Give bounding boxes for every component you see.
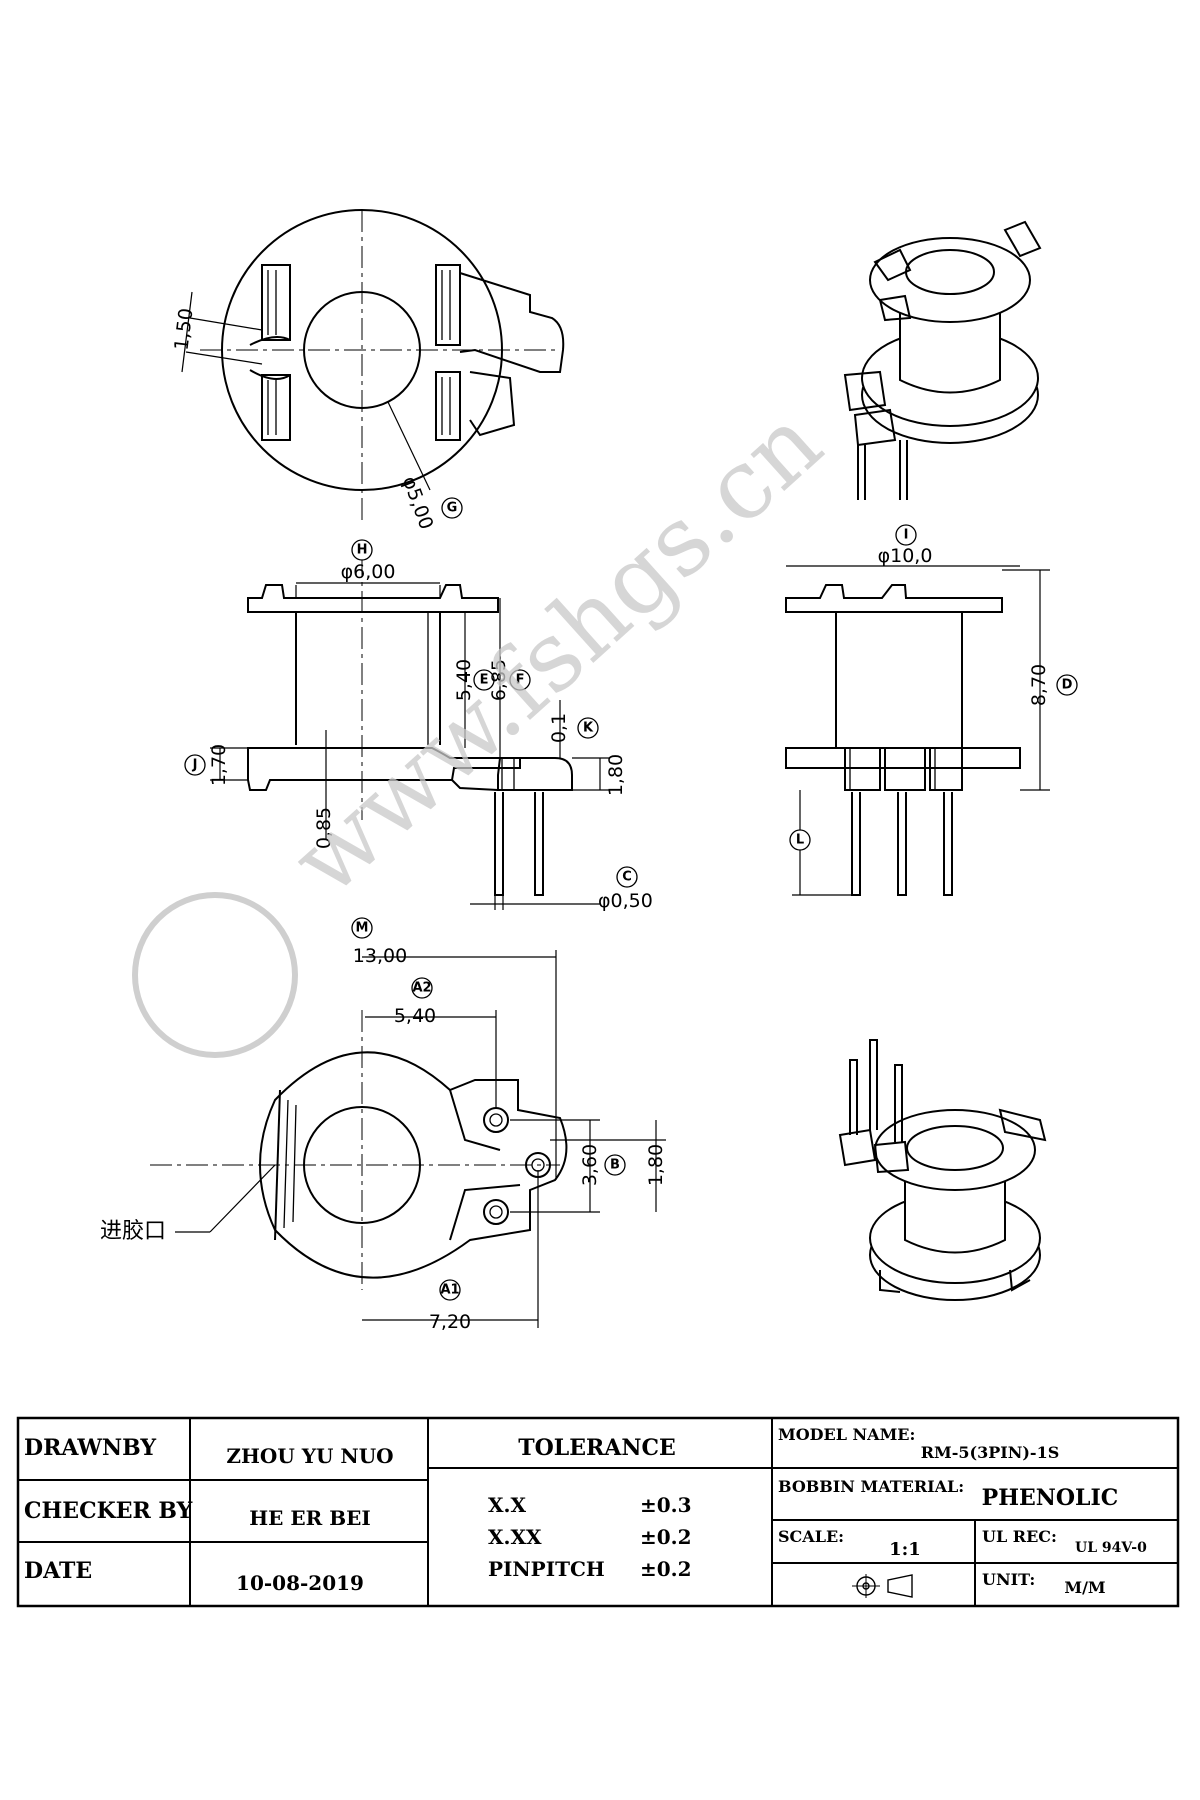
dim-7-20: 7,20 <box>429 1311 471 1333</box>
watermark-text: www.fshgs.cn <box>270 386 842 917</box>
tag-d: D <box>1056 674 1078 696</box>
dim-5-40: 5,40 <box>453 659 475 701</box>
scale-value: 1:1 <box>889 1539 921 1560</box>
dim-3-60: 3,60 <box>579 1144 601 1186</box>
tag-i: I <box>895 524 917 546</box>
svg-text:K: K <box>583 721 594 736</box>
title-block: DRAWNBY ZHOU YU NUO CHECKER BY HE ER BEI… <box>16 1416 1180 1608</box>
dim-phi-6: φ6,00 <box>341 561 396 583</box>
svg-text:L: L <box>796 833 804 848</box>
dim-1-80-bottom: 1,80 <box>645 1144 667 1186</box>
svg-text:A1: A1 <box>440 1283 459 1298</box>
svg-text:M: M <box>356 921 369 936</box>
gate-callout: 进胶口 <box>100 1219 166 1244</box>
svg-text:B: B <box>610 1158 620 1173</box>
tol-name-1: X.XX <box>488 1525 542 1549</box>
watermark: www.fshgs.cn <box>132 386 843 1058</box>
drawnby-label: DRAWNBY <box>24 1435 156 1461</box>
tag-a1: A1 <box>439 1279 461 1301</box>
dim-0-85: 0,85 <box>313 807 335 849</box>
tag-h: H <box>351 539 373 561</box>
projection-symbol-icon <box>852 1574 913 1598</box>
front-view: φ6,00 H 5,40 E 6,85 F 0,1 K 1,80 1,70 J … <box>184 539 653 912</box>
dim-8-70: 8,70 <box>1028 664 1050 706</box>
tag-e: E <box>473 669 495 691</box>
tol-value-2: ±0.2 <box>640 1557 692 1581</box>
dim-6-85: 6,85 <box>488 659 510 701</box>
iso-view-bottom <box>838 1039 1047 1301</box>
tag-k: K <box>577 717 599 739</box>
tag-j: J <box>184 754 206 776</box>
bottom-view: 13,00 M 5,40 A2 3,60 B 1,80 7,20 A1 <box>100 917 667 1333</box>
tag-f: F <box>509 669 531 691</box>
ul-value: UL 94V-0 <box>1075 1540 1147 1556</box>
tag-a2: A2 <box>411 977 433 999</box>
dim-0-1: 0,1 <box>548 713 570 743</box>
dim-1-80: 1,80 <box>605 754 627 796</box>
svg-text:C: C <box>622 870 632 885</box>
svg-text:H: H <box>357 543 368 558</box>
svg-text:A2: A2 <box>412 981 431 996</box>
tol-value-0: ±0.3 <box>640 1493 692 1517</box>
dim-phi-10: φ10,0 <box>878 545 933 567</box>
model-label: MODEL NAME: <box>778 1425 915 1444</box>
drawnby-value: ZHOU YU NUO <box>226 1444 393 1468</box>
unit-label: UNIT: <box>982 1570 1035 1589</box>
iso-view-top <box>843 220 1042 500</box>
dim-5-40-bottom: 5,40 <box>394 1005 436 1027</box>
svg-text:I: I <box>904 528 909 543</box>
date-value: 10-08-2019 <box>236 1571 364 1595</box>
dim-phi-5: φ5,00 <box>398 473 437 532</box>
tag-b: B <box>604 1154 626 1176</box>
date-label: DATE <box>24 1558 92 1584</box>
tag-g: G <box>441 497 463 519</box>
svg-text:D: D <box>1062 678 1073 693</box>
side-view: φ10,0 I 8,70 D L <box>785 524 1078 896</box>
tag-m: M <box>351 917 373 939</box>
dim-1-70: 1,70 <box>208 744 230 786</box>
tol-value-1: ±0.2 <box>640 1525 692 1549</box>
material-value: PHENOLIC <box>982 1485 1119 1511</box>
svg-text:E: E <box>480 673 489 688</box>
material-label: BOBBIN MATERIAL: <box>778 1477 964 1496</box>
svg-text:G: G <box>447 501 458 516</box>
svg-text:F: F <box>516 673 525 688</box>
dim-phi-0-50: φ0,50 <box>598 890 653 912</box>
scale-label: SCALE: <box>778 1527 844 1546</box>
tag-c: C <box>616 866 638 888</box>
checker-label: CHECKER BY <box>24 1498 193 1524</box>
top-view: 1,50 φ5,00 G <box>171 209 565 532</box>
tol-name-0: X.X <box>488 1493 526 1517</box>
svg-text:J: J <box>192 758 198 773</box>
model-value: RM-5(3PIN)-1S <box>921 1443 1060 1462</box>
tol-name-2: PINPITCH <box>488 1557 605 1581</box>
ul-label: UL REC: <box>982 1527 1057 1546</box>
dim-13-00: 13,00 <box>353 945 407 967</box>
tag-l: L <box>789 829 811 851</box>
unit-value: M/M <box>1064 1578 1105 1597</box>
checker-value: HE ER BEI <box>249 1506 370 1530</box>
dim-1-50: 1,50 <box>171 307 198 352</box>
tolerance-label: TOLERANCE <box>518 1435 676 1461</box>
